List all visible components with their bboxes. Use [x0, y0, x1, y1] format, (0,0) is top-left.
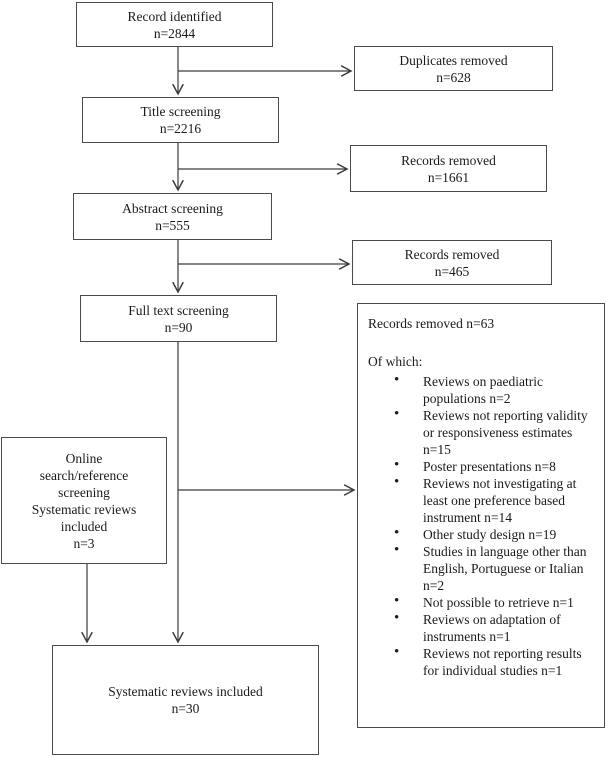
- node-label: Full text screening: [128, 302, 229, 318]
- node-label: Records removed: [401, 152, 496, 168]
- node-count: n=2216: [159, 121, 202, 136]
- node-duplicates-removed: Duplicates removed n=628: [354, 46, 553, 91]
- node-count: n=628: [436, 69, 471, 85]
- node-count: n=30: [171, 701, 200, 716]
- node-label: Systematic reviews included: [108, 684, 263, 699]
- exclusion-reason-item: Reviews on paediatric populations n=2: [358, 372, 594, 407]
- node-fulltext-screening: Full text screening n=90: [80, 295, 277, 342]
- node-reviews-included: Systematic reviews included n=30: [52, 645, 319, 755]
- exclusion-reason-item: Reviews on adaptation of instruments n=1: [358, 610, 594, 645]
- node-label: Title screening: [140, 104, 221, 119]
- node-label: Systematic reviews included: [31, 501, 137, 534]
- exclusion-reason-item: Studies in language other than English, …: [358, 542, 594, 594]
- exclusion-reason-item: Poster presentations n=8: [358, 457, 594, 475]
- node-count: n=2844: [153, 25, 196, 41]
- exclusion-reason-item: Not possible to retrieve n=1: [358, 593, 594, 611]
- node-label: Record identified: [127, 8, 222, 24]
- node-records-removed-abstract: Records removed n=465: [352, 240, 552, 285]
- node-records-removed-title: Records removed n=1661: [350, 145, 547, 192]
- exclusion-reason-list: Reviews on paediatric populations n=2 Re…: [358, 372, 594, 679]
- exclusion-reason-item: Reviews not reporting validity or respon…: [358, 406, 594, 458]
- node-count: n=90: [164, 319, 193, 335]
- node-online-search: Online search/reference screening System…: [1, 437, 167, 564]
- node-count: n=1661: [427, 169, 470, 185]
- node-abstract-screening: Abstract screening n=555: [73, 193, 272, 240]
- node-count: n=3: [73, 535, 95, 551]
- node-title-screening: Title screening n=2216: [82, 97, 279, 143]
- node-label: Online search/reference screening: [39, 450, 129, 500]
- node-label: Records removed: [404, 246, 500, 262]
- exclusion-reason-item: Reviews not reporting results for indivi…: [358, 644, 594, 679]
- detail-subtitle: Of which:: [368, 354, 423, 369]
- node-count: n=465: [434, 263, 470, 279]
- node-label: Abstract screening: [122, 200, 223, 216]
- node-count: n=555: [155, 217, 190, 233]
- detail-title: Records removed n=63: [368, 316, 495, 331]
- node-label: Duplicates removed: [399, 52, 508, 68]
- exclusion-reason-item: Other study design n=19: [358, 525, 594, 543]
- node-records-removed-fulltext: Records removed n=63 Of which: Reviews o…: [357, 303, 605, 728]
- node-records-identified: Record identified n=2844: [76, 2, 273, 47]
- exclusion-reason-item: Reviews not investigating at least one p…: [358, 474, 594, 526]
